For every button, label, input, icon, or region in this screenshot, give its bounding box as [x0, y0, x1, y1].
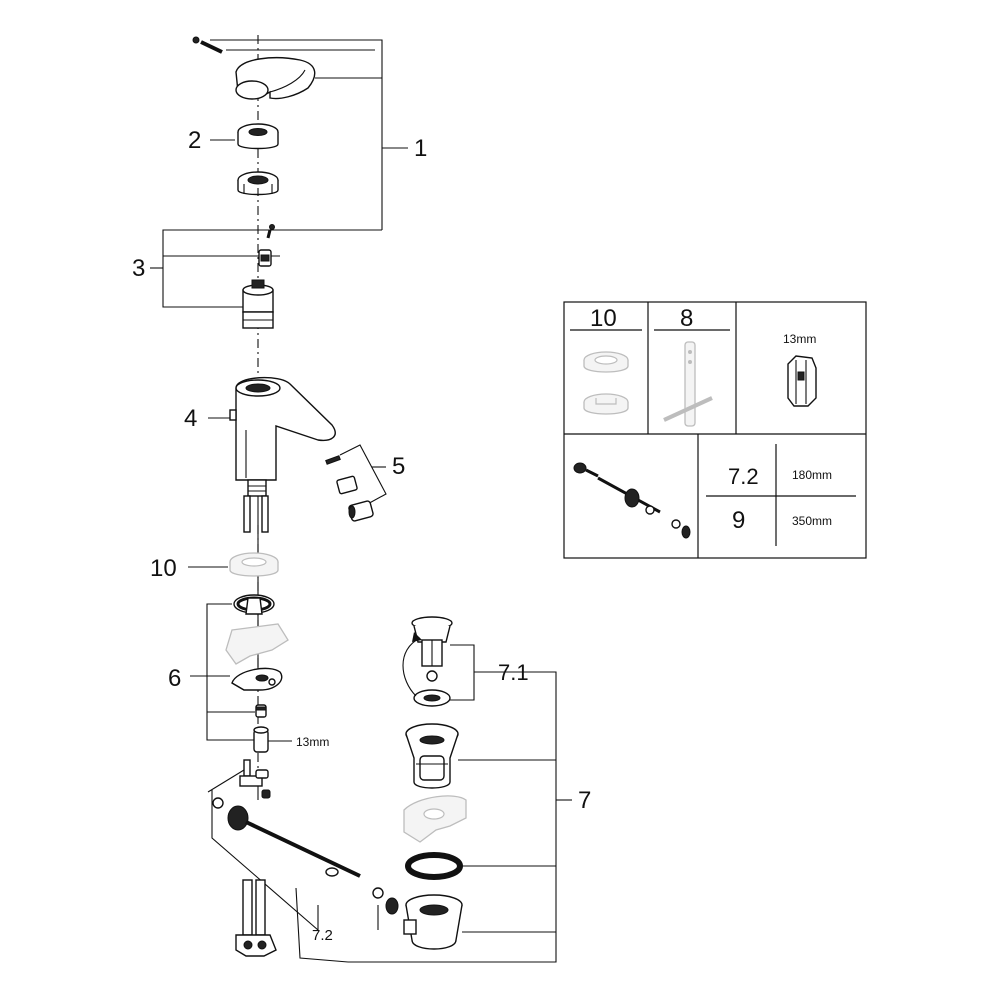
callout-3: 3 [132, 255, 145, 282]
grub-screw [192, 36, 223, 54]
cartridge [242, 279, 274, 329]
callout-7: 7 [578, 787, 591, 814]
callout-5: 5 [392, 453, 405, 480]
ghost-waste-flange [403, 795, 467, 843]
fixing-nut [255, 704, 267, 718]
callout-7-1: 7.1 [498, 660, 529, 685]
waste-o-ring [405, 852, 463, 880]
retaining-nut [237, 171, 279, 196]
pop-up-plug [402, 616, 453, 707]
bracket-1 [210, 39, 408, 230]
hex-nut [253, 726, 269, 753]
cartridge-adaptor [258, 249, 272, 267]
mounting-stud [243, 479, 269, 690]
bracket-7 [348, 671, 572, 963]
waste-lower-body [403, 894, 463, 950]
callout-6: 6 [168, 665, 181, 692]
callout-4: 4 [184, 405, 197, 432]
inset-row-1-part: 7.2 [728, 464, 759, 489]
supply-hoses [235, 879, 277, 957]
pivot-rod [227, 805, 399, 915]
callout-10: 10 [150, 555, 177, 582]
mounting-ring [233, 594, 275, 615]
horseshoe-plate [231, 667, 283, 691]
inset-label-8: 8 [680, 305, 693, 332]
lever-handle [235, 57, 316, 100]
spout-body [229, 376, 336, 481]
inset-gasket [583, 351, 629, 415]
inset-socket [787, 355, 817, 407]
bracket-6 [190, 603, 255, 741]
aerator-set [325, 444, 387, 522]
inset-rod-set [573, 462, 691, 539]
inset-socket-size: 13mm [783, 332, 816, 346]
waste-body [405, 723, 459, 789]
inset-spanner-tool [663, 341, 713, 427]
inset-row-2-length: 350mm [792, 514, 832, 528]
bracket-7-2 [207, 769, 379, 963]
inset-row-1-length: 180mm [792, 468, 832, 482]
cap-ring [237, 123, 279, 150]
callout-1: 1 [414, 135, 427, 162]
accessory-inset: 10 8 13mm [563, 301, 867, 559]
ghost-basin-washer [225, 623, 289, 665]
inset-row-2-part: 9 [732, 507, 745, 534]
callout-2: 2 [188, 127, 201, 154]
callout-7-2: 7.2 [312, 927, 333, 944]
cartridge-screw [266, 224, 275, 239]
inset-label-10: 10 [590, 305, 617, 332]
callout-13mm: 13mm [296, 735, 329, 749]
base-gasket [229, 552, 279, 577]
lift-rod-clamp [212, 759, 271, 809]
